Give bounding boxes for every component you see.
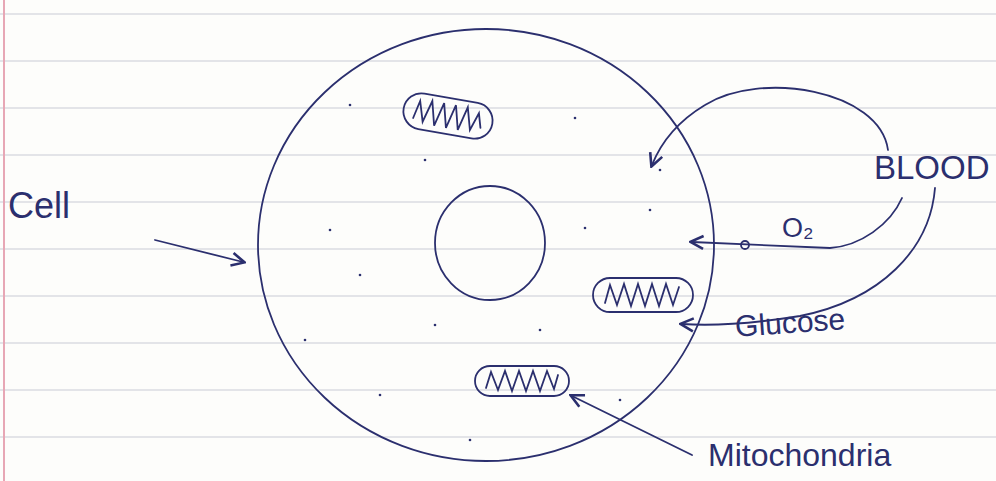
oxygen-dot xyxy=(741,241,749,249)
ruled-lines xyxy=(0,14,996,437)
flow-arrow xyxy=(652,88,888,165)
part-label: Mitochondria xyxy=(708,438,891,473)
cell-membrane xyxy=(258,29,714,461)
leader-arrow xyxy=(155,240,243,262)
part-label: BLOOD xyxy=(874,150,990,186)
flow-arrow xyxy=(692,198,902,248)
mitochondrion xyxy=(593,278,693,312)
part-label: Glucose xyxy=(734,302,846,343)
cytoplasm-dots xyxy=(304,104,662,442)
leader-arrow xyxy=(572,396,692,455)
margin-line xyxy=(3,0,5,481)
mitochondrion xyxy=(401,90,496,141)
part-label: Cell xyxy=(8,186,70,226)
part-label: O₂ xyxy=(782,214,813,244)
mitochondrion xyxy=(475,366,569,396)
nucleus xyxy=(435,186,545,300)
